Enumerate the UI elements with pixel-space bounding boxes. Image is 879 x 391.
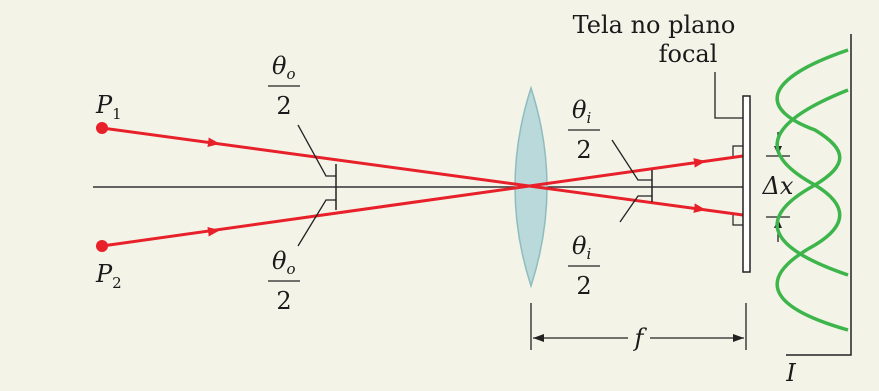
theta-i-bottom-numerator: θi <box>572 232 591 263</box>
intensity-curve-p2 <box>775 48 849 277</box>
leader-theta-o-top <box>297 124 336 177</box>
theta-o-top-numerator: θo <box>272 52 295 83</box>
theta-o-bottom-numerator: θo <box>272 247 295 278</box>
theta-i-top-numerator: θi <box>572 96 591 127</box>
focal-plane-screen <box>742 95 751 273</box>
label-intensity: I <box>785 359 796 387</box>
screen-label-line2: focal <box>659 40 718 68</box>
right-angle-mark-bottom <box>732 215 743 226</box>
right-angle-mark-top <box>732 145 743 156</box>
source-point-p2 <box>96 240 108 252</box>
focal-length-arrowhead-left <box>533 334 544 342</box>
theta-i-bottom-denominator: 2 <box>576 272 591 300</box>
intensity-axes <box>786 34 852 356</box>
leader-theta-i-bottom <box>619 195 652 223</box>
source-point-p1 <box>96 122 108 134</box>
label-delta-x: Δx <box>762 172 794 200</box>
theta-o-bottom-denominator: 2 <box>276 287 291 315</box>
screen-label-leader <box>714 72 743 119</box>
leader-theta-i-top <box>611 139 652 181</box>
intensity-curve-p1 <box>775 88 849 332</box>
screen-label-line1: Tela no plano <box>573 11 736 39</box>
label-p1: P1 <box>95 91 122 123</box>
theta-o-top-denominator: 2 <box>276 92 291 120</box>
leader-theta-o-bottom <box>297 199 336 247</box>
focal-length-arrowhead-right <box>733 334 744 342</box>
theta-i-top-denominator: 2 <box>576 136 591 164</box>
label-p2: P2 <box>95 260 122 292</box>
